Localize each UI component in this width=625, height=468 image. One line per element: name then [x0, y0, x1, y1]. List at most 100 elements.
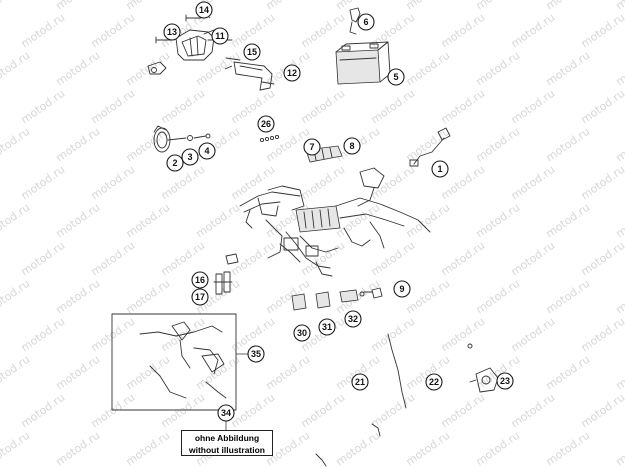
watermark-text: motod.ru — [473, 125, 522, 165]
watermark-text: motod.ru — [18, 87, 67, 127]
watermark-text: motod.ru — [158, 163, 207, 203]
watermark-text: motod.ru — [578, 163, 625, 203]
watermark-text: motod.ru — [473, 201, 522, 241]
watermark-text: motod.ru — [333, 0, 382, 12]
watermark-text: motod.ru — [158, 87, 207, 127]
callout-13: 13 — [163, 23, 181, 41]
watermark-text: motod.ru — [613, 429, 625, 468]
callout-16: 16 — [191, 271, 209, 289]
watermark-text: motod.ru — [368, 391, 417, 431]
callout-26: 26 — [257, 115, 275, 133]
callout-label: 2 — [172, 158, 177, 168]
callout-circle — [343, 137, 361, 155]
callout-circle — [496, 372, 514, 390]
watermark-text: motod.ru — [18, 163, 67, 203]
watermark-text: motod.ru — [508, 391, 557, 431]
watermark-text: motod.ru — [123, 429, 172, 468]
watermark-text: motod.ru — [613, 353, 625, 393]
watermark-text: motod.ru — [53, 277, 102, 317]
callout-label: 7 — [309, 142, 314, 152]
watermark-text: motod.ru — [578, 315, 625, 355]
part-sensor-23 — [469, 367, 499, 393]
callout-35: 35 — [247, 345, 265, 363]
watermark-text: motod.ru — [263, 0, 312, 12]
callout-label: 5 — [393, 72, 398, 82]
watermark-text: motod.ru — [613, 49, 625, 89]
watermark-text: motod.ru — [53, 0, 102, 12]
watermark-text: motod.ru — [438, 239, 487, 279]
callout-label: 30 — [297, 328, 307, 338]
watermark-text: motod.ru — [613, 277, 625, 317]
watermark-text: motod.ru — [473, 49, 522, 89]
callout-23: 23 — [496, 372, 514, 390]
callout-circle — [166, 154, 184, 172]
watermark-text: motod.ru — [53, 125, 102, 165]
watermark-text: motod.ru — [578, 391, 625, 431]
callout-label: 3 — [187, 152, 192, 162]
watermark-text: motod.ru — [0, 125, 32, 165]
watermark-text: motod.ru — [403, 49, 452, 89]
watermark-text: motod.ru — [403, 125, 452, 165]
watermark-text: motod.ru — [508, 87, 557, 127]
watermark-text: motod.ru — [0, 0, 32, 12]
watermark-text: motod.ru — [403, 0, 452, 12]
watermark-text: motod.ru — [368, 163, 417, 203]
watermark-text: motod.ru — [0, 201, 32, 241]
watermark-text: motod.ru — [123, 201, 172, 241]
watermark-text: motod.ru — [333, 429, 382, 468]
callout-circle — [247, 345, 265, 363]
watermark-text: motod.ru — [543, 277, 592, 317]
watermark-text: motod.ru — [193, 125, 242, 165]
callout-17: 17 — [191, 288, 209, 306]
watermark-text: motod.ru — [298, 163, 347, 203]
watermark-text: motod.ru — [123, 353, 172, 393]
callout-32: 32 — [344, 310, 362, 328]
callout-circle — [257, 115, 275, 133]
callout-2: 2 — [166, 154, 184, 172]
callout-circle — [387, 68, 405, 86]
watermark-text: motod.ru — [263, 277, 312, 317]
callout-14: 14 — [195, 1, 213, 19]
callout-15: 15 — [243, 43, 261, 61]
callout-circle — [198, 142, 216, 160]
watermark-text: motod.ru — [0, 429, 32, 468]
watermark-text: motod.ru — [578, 11, 625, 51]
callout-34: 34 — [217, 404, 235, 422]
watermark-text: motod.ru — [508, 315, 557, 355]
watermark-text: motod.ru — [543, 0, 592, 12]
watermark-text: motod.ru — [508, 163, 557, 203]
watermark-text: motod.ru — [403, 429, 452, 468]
watermark-text: motod.ru — [473, 429, 522, 468]
callout-circle — [393, 280, 411, 298]
part-clip-6 — [349, 7, 361, 35]
callout-circle — [357, 13, 375, 31]
callout-label: 32 — [348, 314, 358, 324]
callout-circle — [211, 27, 229, 45]
watermark-text: motod.ru — [88, 315, 137, 355]
note-line-german: ohne Abbildung — [194, 433, 260, 443]
callout-6: 6 — [357, 13, 375, 31]
part-connector-9 — [363, 287, 383, 299]
callout-label: 16 — [195, 275, 205, 285]
watermark-text: motod.ru — [543, 49, 592, 89]
watermark-text: motod.ru — [0, 353, 32, 393]
callout-label: 14 — [199, 5, 209, 15]
part-main-harness — [225, 167, 431, 277]
note-line-english: without illustration — [188, 445, 266, 455]
watermark-text: motod.ru — [508, 11, 557, 51]
callout-31: 31 — [318, 318, 336, 336]
watermark-text: motod.ru — [613, 0, 625, 12]
watermark-text: motod.ru — [508, 239, 557, 279]
watermark-text: motod.ru — [438, 315, 487, 355]
callout-circle — [431, 160, 449, 178]
watermark-text: motod.ru — [438, 87, 487, 127]
watermark-text: motod.ru — [88, 87, 137, 127]
callout-circle — [351, 373, 369, 391]
callout-circle — [191, 288, 209, 306]
watermark-text: motod.ru — [543, 429, 592, 468]
callout-label: 26 — [261, 119, 271, 129]
watermark-text: motod.ru — [0, 49, 32, 89]
watermark-text: motod.ru — [18, 315, 67, 355]
watermark-text: motod.ru — [298, 11, 347, 51]
